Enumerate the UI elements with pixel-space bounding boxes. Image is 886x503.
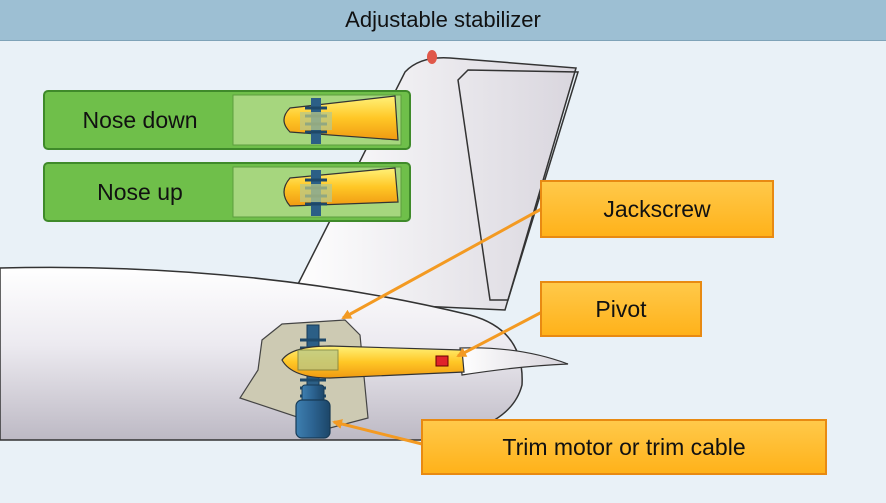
trim-motor-leader — [332, 419, 427, 447]
state-panel-nose-up — [43, 162, 411, 222]
state-panel-nose-down — [43, 90, 411, 150]
trim-motor — [295, 384, 331, 439]
state-label-nose-up: Nose up — [97, 178, 183, 205]
pivot-point — [435, 355, 449, 367]
stabilizer-cone — [459, 347, 569, 376]
state-label-nose-down: Nose down — [82, 106, 198, 133]
callout-pivot: Pivot — [540, 281, 702, 337]
jackscrew-nut — [297, 349, 339, 371]
stabilizer-diagram — [0, 50, 580, 447]
beacon-light — [427, 50, 437, 64]
diagram-title: Adjustable stabilizer — [345, 7, 541, 32]
callout-jackscrew: Jackscrew — [540, 180, 774, 238]
title-bar: Adjustable stabilizer — [0, 0, 886, 41]
jackscrew-leader — [341, 205, 546, 320]
callout-trim-motor: Trim motor or trim cable — [421, 419, 827, 475]
pivot-leader — [456, 310, 543, 358]
